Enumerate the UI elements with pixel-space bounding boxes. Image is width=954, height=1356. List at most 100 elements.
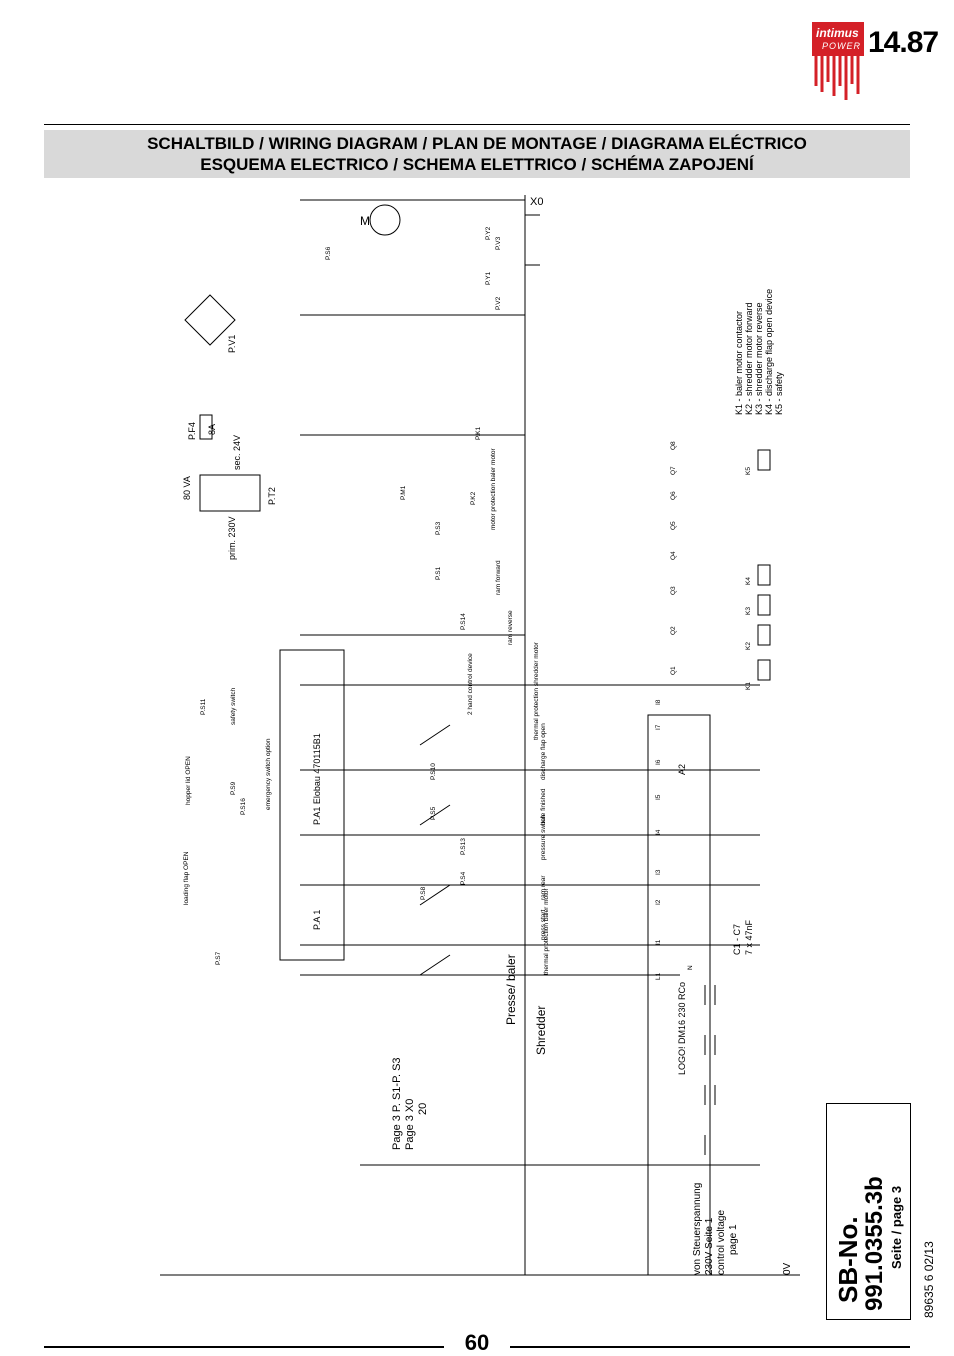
plc-output-7: Q8	[670, 441, 677, 450]
plc-output-3: Q4	[670, 551, 677, 560]
page-ref-2: Page 3 X0	[404, 1099, 416, 1150]
page-number: 60	[464, 1330, 490, 1355]
title-line-2: ESQUEMA ELECTRICO / SCHEMA ELETTRICO / S…	[200, 155, 754, 174]
transformer-label: P.T2	[267, 487, 277, 505]
plc-input-3: I3	[655, 869, 662, 875]
footer-divider-right	[510, 1346, 910, 1348]
plc-input-7: I7	[655, 724, 662, 730]
shredder-label: Shredder	[534, 1006, 548, 1055]
plc-output-2: Q3	[670, 586, 677, 595]
page-ref-1: Page 3 P. S1-P. S3	[391, 1057, 403, 1150]
component-0: P.K1	[475, 426, 482, 440]
plc-input-8: I8	[655, 699, 662, 705]
switch-0: P.S1	[435, 566, 442, 580]
plc-input-6: I6	[655, 759, 662, 765]
signal-14: emergency switch option	[265, 738, 272, 810]
switch-9: P.S13	[460, 838, 467, 855]
switch-1: P.S3	[435, 521, 442, 535]
plc-output-1: Q2	[670, 626, 677, 635]
sb-label: SB-No.	[833, 1216, 863, 1303]
plc-input-1: I1	[655, 939, 662, 945]
brand-logo: intimus POWER	[812, 22, 864, 104]
plc-input-4: I4	[655, 829, 662, 835]
switch-3: P.S5	[430, 806, 437, 820]
plc-input-9: N	[687, 965, 694, 970]
plc-input-5: I5	[655, 794, 662, 800]
relay-4: K5	[745, 467, 752, 475]
logo-box: intimus POWER	[812, 22, 864, 56]
section-number: 14.87	[868, 26, 939, 59]
plc-output-5: Q6	[670, 491, 677, 500]
component-5: P.V2	[495, 296, 502, 310]
signal-10: motor protection baler motor	[490, 448, 497, 530]
title-line-1: SCHALTBILD / WIRING DIAGRAM / PLAN DE MO…	[147, 134, 807, 153]
capacitor-spec-label: 7 x 47nF	[744, 919, 754, 955]
component-6: P.V3	[495, 236, 502, 250]
plc-logo-label: LOGO! DM16 230 RCo	[677, 982, 687, 1075]
control-voltage-4: page 1	[728, 1224, 739, 1255]
plc-output-6: Q7	[670, 466, 677, 475]
switch-11: P.S16	[240, 798, 247, 815]
signal-11: safety switch	[230, 687, 237, 725]
switch-8: P.S11	[200, 698, 207, 715]
signal-6: thermal protection shredder motor	[533, 641, 540, 740]
component-3: P.Y1	[485, 271, 492, 285]
title-band: SCHALTBILD / WIRING DIAGRAM / PLAN DE MO…	[44, 130, 910, 178]
terminal-x0: X0	[530, 196, 543, 208]
relay-1: K2	[745, 642, 752, 650]
switch-5: P.S8	[420, 886, 427, 900]
sb-number: 991.0355.3b	[861, 1176, 888, 1311]
component-2: P.M1	[400, 485, 407, 500]
transformer-prim-label: prim. 230V	[227, 516, 237, 560]
signal-2: pressure switch	[540, 814, 547, 860]
switch-7: P.S10	[430, 763, 437, 780]
fuse-rating-label: 8A	[207, 424, 217, 435]
plc-input-0: L1	[655, 972, 662, 980]
header-divider	[44, 124, 910, 125]
signal-1: bale finished	[540, 788, 547, 825]
legend-line-3: K3 - shredder motor reverse	[754, 302, 764, 415]
switch-2: P.S4	[460, 871, 467, 885]
zero-volt-label: 0V	[782, 1262, 793, 1275]
footer-divider-left	[44, 1346, 444, 1348]
switch-4: P.S7	[215, 951, 222, 965]
signal-13: loading flap OPEN	[183, 851, 190, 905]
relay-3: K4	[745, 577, 752, 585]
switch-6: P.S9	[230, 781, 237, 795]
component-1: P.K2	[470, 491, 477, 505]
transformer-sec-label: sec. 24V	[232, 435, 242, 470]
signal-7: ram forward	[495, 560, 502, 595]
signal-12: hopper lid OPEN	[185, 756, 192, 805]
sb-page: Seite / page 3	[889, 1185, 904, 1269]
logo-shred-icon	[814, 56, 860, 100]
plc-output-4: Q5	[670, 521, 677, 530]
plc-input-2: I2	[655, 899, 662, 905]
component-4: P.Y2	[485, 226, 492, 240]
legend-line-5: K5 - safety	[774, 371, 784, 415]
relay-0: K1	[745, 682, 752, 690]
control-voltage-3: control voltage	[716, 1210, 727, 1275]
switch-12: P.S6	[325, 246, 332, 260]
signal-0: discharge flap open	[540, 723, 547, 780]
motor-label: M	[360, 214, 370, 228]
elobau-relay-label: P.A1 Elobau 470115B1	[312, 733, 322, 825]
signal-5: thermal protection baler motor	[543, 887, 550, 975]
legend-line-2: K2 - shredder motor forward	[744, 302, 754, 415]
transformer-va-label: 80 VA	[182, 476, 192, 500]
rectifier-label: P.V1	[227, 335, 237, 353]
signal-9: 2 hand control device	[467, 653, 474, 715]
fuse-label: P.F4	[187, 422, 197, 440]
switch-10: P.S14	[460, 613, 467, 630]
legend-line-4: K4 - discharge flap open device	[764, 289, 774, 415]
logo-sub: POWER	[822, 41, 862, 51]
presse-label: Presse/ baler	[504, 954, 518, 1025]
capacitor-label: C1 - C7	[732, 924, 742, 955]
relay-2: K3	[745, 607, 752, 615]
legend-line-1: K1 - baler motor contactor	[734, 311, 744, 415]
sb-inner: SB-No. 991.0355.3b Seite / page 3	[827, 1104, 910, 1319]
signal-8: ram reverse	[507, 610, 514, 645]
wiring-diagram: M X0 LOGO! DM16 230 RCo A2 P.A1 Elobau 4…	[160, 195, 800, 1276]
plc-a2-label: A2	[677, 764, 687, 775]
sb-number-box: SB-No. 991.0355.3b Seite / page 3	[826, 1103, 911, 1320]
relay-a1-label: P.A 1	[312, 910, 322, 930]
